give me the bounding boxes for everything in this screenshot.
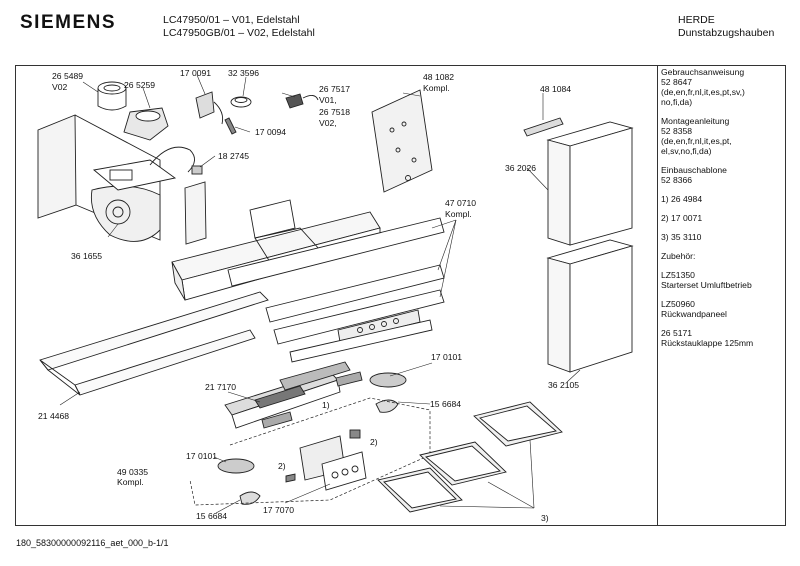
sidebar-line: 2) 17 0071	[661, 213, 703, 223]
manufacturer: HERDE	[678, 14, 715, 26]
info-sidebar: Gebrauchsanweisung 52 8647 (de,en,fr,nl,…	[657, 65, 786, 526]
part-label: 47 0710	[445, 198, 477, 208]
part-label: 26 5489	[52, 71, 84, 81]
front-rails-drawing	[39, 291, 269, 396]
part-label: 15 6684	[196, 511, 228, 521]
part-label: V02	[52, 82, 68, 92]
part-label: 32 3596	[228, 68, 260, 78]
part-label: 21 4468	[38, 411, 70, 421]
filter-tray-drawing	[224, 361, 351, 429]
part-label: 15 6684	[430, 399, 462, 409]
part-label: 21 7170	[205, 382, 237, 392]
part-label: V02,	[319, 118, 337, 128]
small-parts-drawing	[191, 91, 319, 175]
sidebar-line: 52 8647	[661, 77, 693, 87]
product-type: Dunstabzugshauben	[678, 27, 775, 39]
blower-motor-drawing	[90, 159, 177, 242]
part-label: 48 1082	[423, 72, 455, 82]
part-label: 49 0335	[117, 467, 149, 477]
part-label: Kompl.	[423, 83, 450, 93]
part-label: 26 7518	[319, 107, 351, 117]
sidebar-line: 1) 26 4984	[661, 194, 703, 204]
part-label: 17 0094	[255, 127, 287, 137]
sidebar-line: el,sv,no,fi,da)	[661, 146, 712, 156]
outlet-pipe-drawing	[97, 81, 127, 111]
brand-logo: SIEMENS	[20, 12, 117, 33]
sidebar-line: (de,en,fr,nl,it,es,pt,sv,)	[661, 87, 745, 97]
sidebar-line: (de,en,fr,nl,it,es,pt,	[661, 136, 732, 146]
sidebar-line: Gebrauchsanweisung	[661, 67, 745, 77]
sidebar-line: 3) 35 3110	[661, 232, 702, 242]
part-label: 26 7517	[319, 84, 351, 94]
part-label: 17 0091	[180, 68, 212, 78]
part-label: Kompl.	[117, 477, 144, 487]
part-label: 2)	[370, 437, 378, 447]
backflow-flap-drawing	[123, 107, 169, 141]
sidebar-line: Montageanleitung	[661, 116, 730, 126]
part-label: 17 0101	[186, 451, 218, 461]
filter-mats-drawing	[377, 401, 563, 513]
chimney-drawing	[523, 117, 634, 373]
part-label: 48 1084	[540, 84, 572, 94]
sidebar-line: 26 5171	[661, 328, 693, 338]
sidebar-line: Einbauschablone	[661, 165, 727, 175]
part-label: 3)	[541, 513, 549, 523]
diagram-frame	[15, 65, 786, 526]
part-label: 36 2026	[505, 163, 537, 173]
sidebar-line: Starterset Umluftbetrieb	[661, 280, 752, 290]
part-label: Kompl.	[445, 209, 472, 219]
part-label: 36 1655	[71, 251, 103, 261]
sidebar-line: Rückwandpaneel	[661, 309, 727, 319]
part-label: 17 0101	[431, 352, 463, 362]
sidebar-line: Rückstauklappe 125mm	[661, 338, 754, 348]
sidebar-line: LZ51350	[661, 270, 695, 280]
lamps-drawing	[217, 371, 407, 505]
part-label: 17 7070	[263, 505, 295, 515]
part-label: V01,	[319, 95, 337, 105]
sidebar-line: 52 8366	[661, 175, 693, 185]
control-strips-drawing	[227, 217, 445, 363]
document-id: 180_58300000092116_aet_000_b-1/1	[16, 538, 169, 548]
model-line-1: LC47950/01 – V01, Edelstahl	[163, 14, 300, 26]
sidebar-line: LZ50960	[661, 299, 695, 309]
part-label: 1)	[322, 400, 330, 410]
part-label: 36 2105	[548, 380, 580, 390]
mounting-plate-drawing	[371, 89, 433, 193]
part-label: 18 2745	[218, 151, 250, 161]
model-line-2: LC47950GB/01 – V02, Edelstahl	[163, 27, 315, 39]
sidebar-line: Zubehör:	[661, 251, 696, 261]
part-label: 2)	[278, 461, 286, 471]
part-label: 26 5259	[124, 80, 156, 90]
sidebar-line: no,fi,da)	[661, 97, 693, 107]
sidebar-line: 52 8358	[661, 126, 693, 136]
